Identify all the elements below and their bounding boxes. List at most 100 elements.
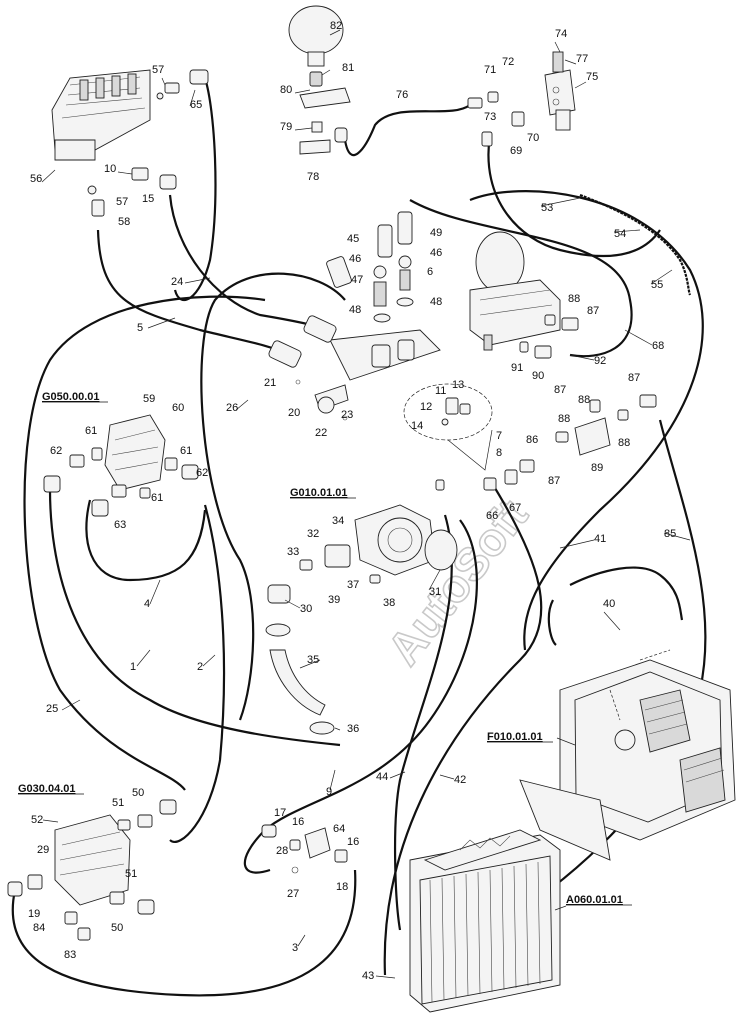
hose-41 bbox=[469, 190, 704, 651]
callout-57: 57 bbox=[116, 196, 128, 208]
callout-75: 75 bbox=[586, 71, 598, 83]
callout-53: 53 bbox=[541, 202, 553, 214]
hose-25 bbox=[23, 295, 266, 791]
callout-27: 27 bbox=[287, 888, 299, 900]
hose-40 bbox=[569, 566, 684, 621]
callout-1: 1 bbox=[130, 661, 136, 673]
callout-60: 60 bbox=[172, 402, 184, 414]
callout-87: 87 bbox=[628, 372, 640, 384]
hose-5 bbox=[96, 229, 291, 356]
callout-54: 54 bbox=[614, 228, 626, 240]
callout-6: 6 bbox=[427, 266, 433, 278]
callout-70: 70 bbox=[527, 132, 539, 144]
callout-87: 87 bbox=[548, 475, 560, 487]
callout-26: 26 bbox=[226, 402, 238, 414]
callout-11: 11 bbox=[435, 385, 446, 397]
callout-15: 15 bbox=[142, 193, 154, 205]
hose-4 bbox=[85, 499, 207, 582]
callout-87: 87 bbox=[587, 305, 599, 317]
callout-30: 30 bbox=[300, 603, 312, 615]
callout-90: 90 bbox=[532, 370, 544, 382]
callout-50: 50 bbox=[111, 922, 123, 934]
callout-40: 40 bbox=[603, 598, 615, 610]
callout-87: 87 bbox=[554, 384, 566, 396]
hose-40b bbox=[547, 599, 557, 646]
callout-62: 62 bbox=[196, 467, 208, 479]
group-label-g050-00-01: G050.00.01 bbox=[42, 391, 100, 403]
block-89 bbox=[483, 394, 657, 491]
callout-39: 39 bbox=[328, 594, 340, 606]
callout-61: 61 bbox=[85, 425, 97, 437]
callout-43: 43 bbox=[362, 970, 374, 982]
hose-44 bbox=[393, 514, 453, 931]
callout-51: 51 bbox=[112, 797, 124, 809]
accumulator-82 bbox=[288, 5, 351, 155]
callout-50: 50 bbox=[132, 787, 144, 799]
hose-65 bbox=[173, 77, 217, 301]
radiator-a060 bbox=[409, 829, 561, 1013]
callout-62: 62 bbox=[50, 445, 62, 457]
callout-52: 52 bbox=[31, 814, 43, 826]
callout-72: 72 bbox=[502, 56, 514, 68]
group-label-f010-01-01: F010.01.01 bbox=[487, 731, 543, 743]
callout-42: 42 bbox=[454, 774, 466, 786]
callout-37: 37 bbox=[347, 579, 359, 591]
callout-14: 14 bbox=[411, 420, 423, 432]
callout-88: 88 bbox=[618, 437, 630, 449]
callout-3: 3 bbox=[292, 942, 298, 954]
control-valve-top-left bbox=[51, 69, 151, 161]
callout-17: 17 bbox=[274, 807, 286, 819]
callout-38: 38 bbox=[383, 597, 395, 609]
callout-34: 34 bbox=[332, 515, 344, 527]
callout-68: 68 bbox=[652, 340, 664, 352]
callout-19: 19 bbox=[28, 908, 40, 920]
callout-79: 79 bbox=[280, 121, 292, 133]
group-label-g030-04-01: G030.04.01 bbox=[18, 783, 76, 795]
hose-3 bbox=[11, 869, 357, 997]
callout-10: 10 bbox=[104, 163, 116, 175]
hose-76 bbox=[343, 104, 471, 156]
callout-65: 65 bbox=[190, 99, 202, 111]
callout-84: 84 bbox=[33, 922, 45, 934]
callout-4: 4 bbox=[144, 598, 150, 610]
valve-g030 bbox=[7, 799, 177, 941]
callout-36: 36 bbox=[347, 723, 359, 735]
callout-2: 2 bbox=[197, 661, 203, 673]
callout-45: 45 bbox=[347, 233, 359, 245]
valve-block-75 bbox=[467, 51, 576, 147]
hose-42 bbox=[383, 479, 543, 976]
callout-91: 91 bbox=[511, 362, 523, 374]
callout-64: 64 bbox=[333, 823, 345, 835]
callout-23: 23 bbox=[341, 409, 353, 421]
callout-29: 29 bbox=[37, 844, 49, 856]
callout-66: 66 bbox=[486, 510, 498, 522]
callout-78: 78 bbox=[307, 171, 319, 183]
callout-46: 46 bbox=[349, 253, 361, 265]
callout-32: 32 bbox=[307, 528, 319, 540]
callout-58: 58 bbox=[118, 216, 130, 228]
hose-24 bbox=[168, 194, 331, 332]
callout-73: 73 bbox=[484, 111, 496, 123]
callout-88: 88 bbox=[558, 413, 570, 425]
callout-69: 69 bbox=[510, 145, 522, 157]
callout-67: 67 bbox=[509, 502, 521, 514]
callout-24: 24 bbox=[171, 276, 183, 288]
callout-88: 88 bbox=[578, 394, 590, 406]
callout-16: 16 bbox=[292, 816, 304, 828]
callout-48: 48 bbox=[349, 304, 361, 316]
group-label-g010-01-01: G010.01.01 bbox=[290, 487, 348, 499]
hose-54 bbox=[579, 193, 692, 296]
callout-82: 82 bbox=[330, 20, 342, 32]
callout-51: 51 bbox=[125, 868, 137, 880]
callout-18: 18 bbox=[336, 881, 348, 893]
callout-8: 8 bbox=[496, 447, 502, 459]
center-manifold bbox=[268, 211, 441, 421]
callout-86: 86 bbox=[526, 434, 538, 446]
leader-lines bbox=[41, 29, 691, 979]
callout-61: 61 bbox=[180, 445, 192, 457]
callout-20: 20 bbox=[288, 407, 300, 419]
callout-92: 92 bbox=[594, 355, 606, 367]
